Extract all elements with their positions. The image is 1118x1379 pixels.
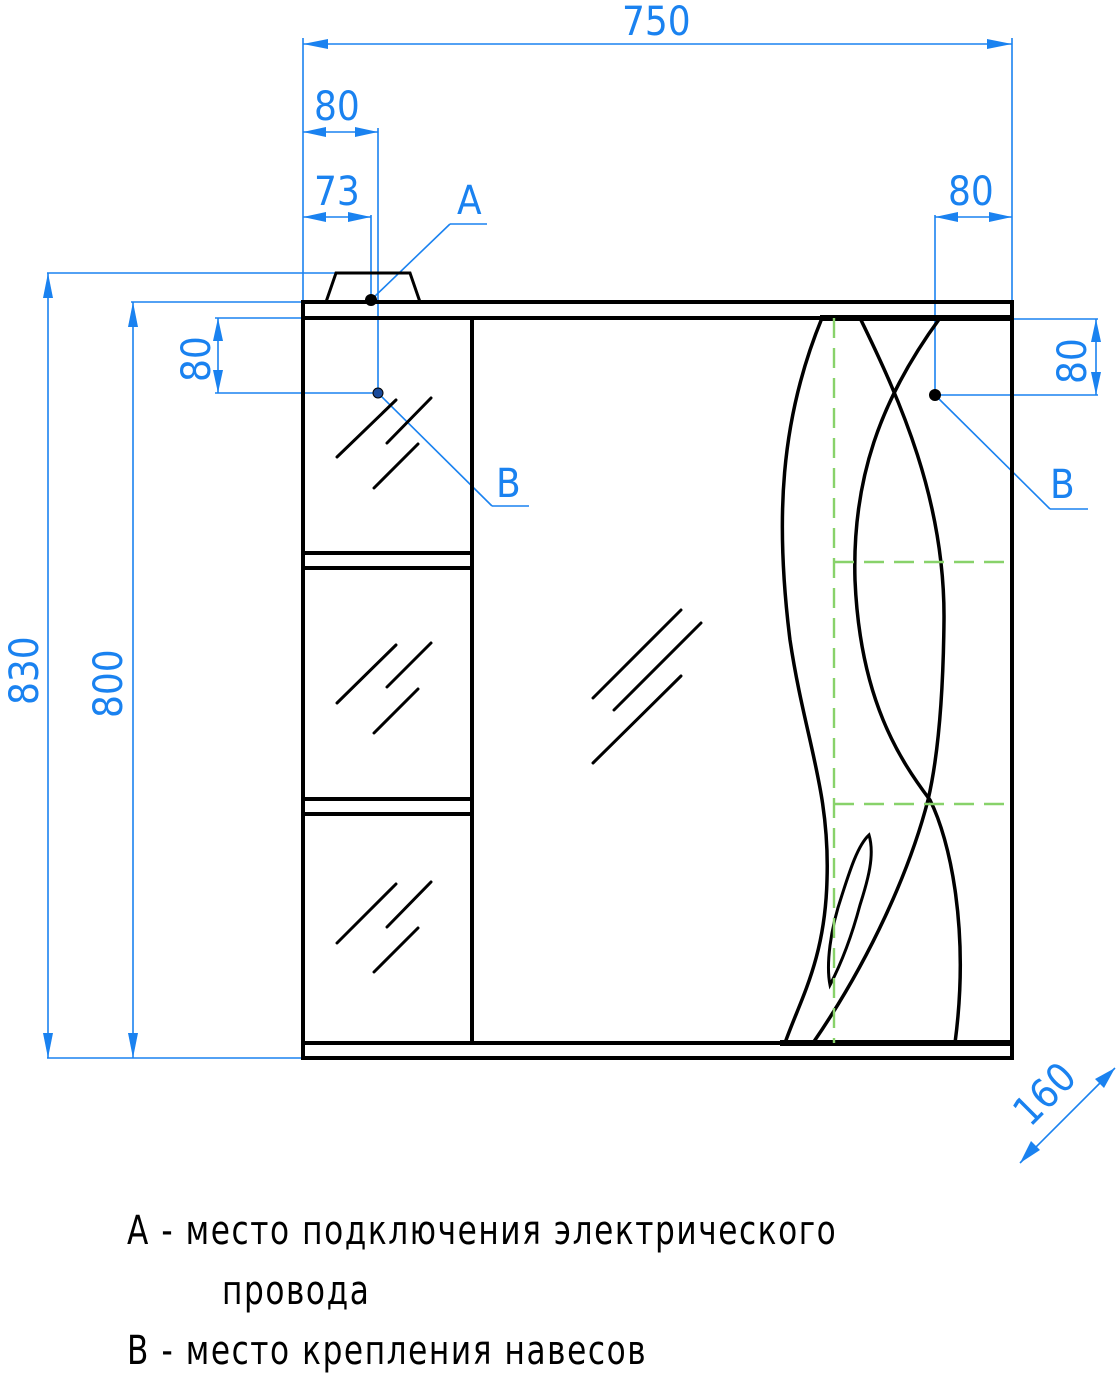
callout-b-right-label: B xyxy=(1050,462,1075,508)
cabinet-frame xyxy=(301,300,1014,1060)
mount-point-b-left xyxy=(372,387,384,399)
dimension-left-mount-drop: 80 xyxy=(174,317,378,394)
dim-text-73: 73 xyxy=(314,169,360,215)
legend-b-line: B - место крепления навесов xyxy=(127,1328,648,1374)
callout-a: A xyxy=(370,178,487,301)
dim-text-80-right-vertical: 80 xyxy=(1050,338,1096,384)
callout-b-right: B xyxy=(934,394,1088,510)
dim-text-80-top-right: 80 xyxy=(948,169,994,215)
dim-text-80-left-vertical: 80 xyxy=(174,336,220,382)
dimension-left-mount-offset: 80 xyxy=(303,84,379,392)
dim-text-800: 800 xyxy=(86,649,132,718)
dimension-overall-width: 750 xyxy=(302,0,1013,300)
legend-a-line1: A - место подключения электрического xyxy=(127,1208,838,1254)
wire-point-a xyxy=(365,294,377,306)
callout-b-left: B xyxy=(377,392,529,507)
dim-text-80-top-left: 80 xyxy=(314,84,360,130)
glass-mark-left-top xyxy=(335,396,433,490)
dimension-left-wire-offset: 73 xyxy=(303,169,372,300)
dim-text-160: 160 xyxy=(1005,1054,1086,1135)
wave-door xyxy=(780,316,962,1044)
hidden-shelves xyxy=(832,318,1012,1043)
callout-a-label: A xyxy=(457,178,482,224)
wire-housing xyxy=(324,271,422,304)
cabinet-body xyxy=(301,271,1014,1060)
legend-a-line2: провода xyxy=(222,1268,371,1314)
glass-mark-left-bottom xyxy=(335,880,433,974)
dimension-overall-height: 830 xyxy=(2,272,342,1059)
glass-mark-mirror xyxy=(591,608,703,765)
dimension-depth: 160 xyxy=(1005,1054,1116,1164)
dimension-body-height: 800 xyxy=(86,301,303,1058)
mount-point-b-right xyxy=(929,389,941,401)
dim-text-830: 830 xyxy=(2,636,48,705)
dimension-right-mount-offset: 80 xyxy=(934,169,1012,395)
dimension-right-mount-drop: 80 xyxy=(935,318,1101,396)
glass-mark-left-middle xyxy=(335,641,433,735)
dim-text-750: 750 xyxy=(622,0,691,45)
callout-b-left-label: B xyxy=(496,461,521,507)
